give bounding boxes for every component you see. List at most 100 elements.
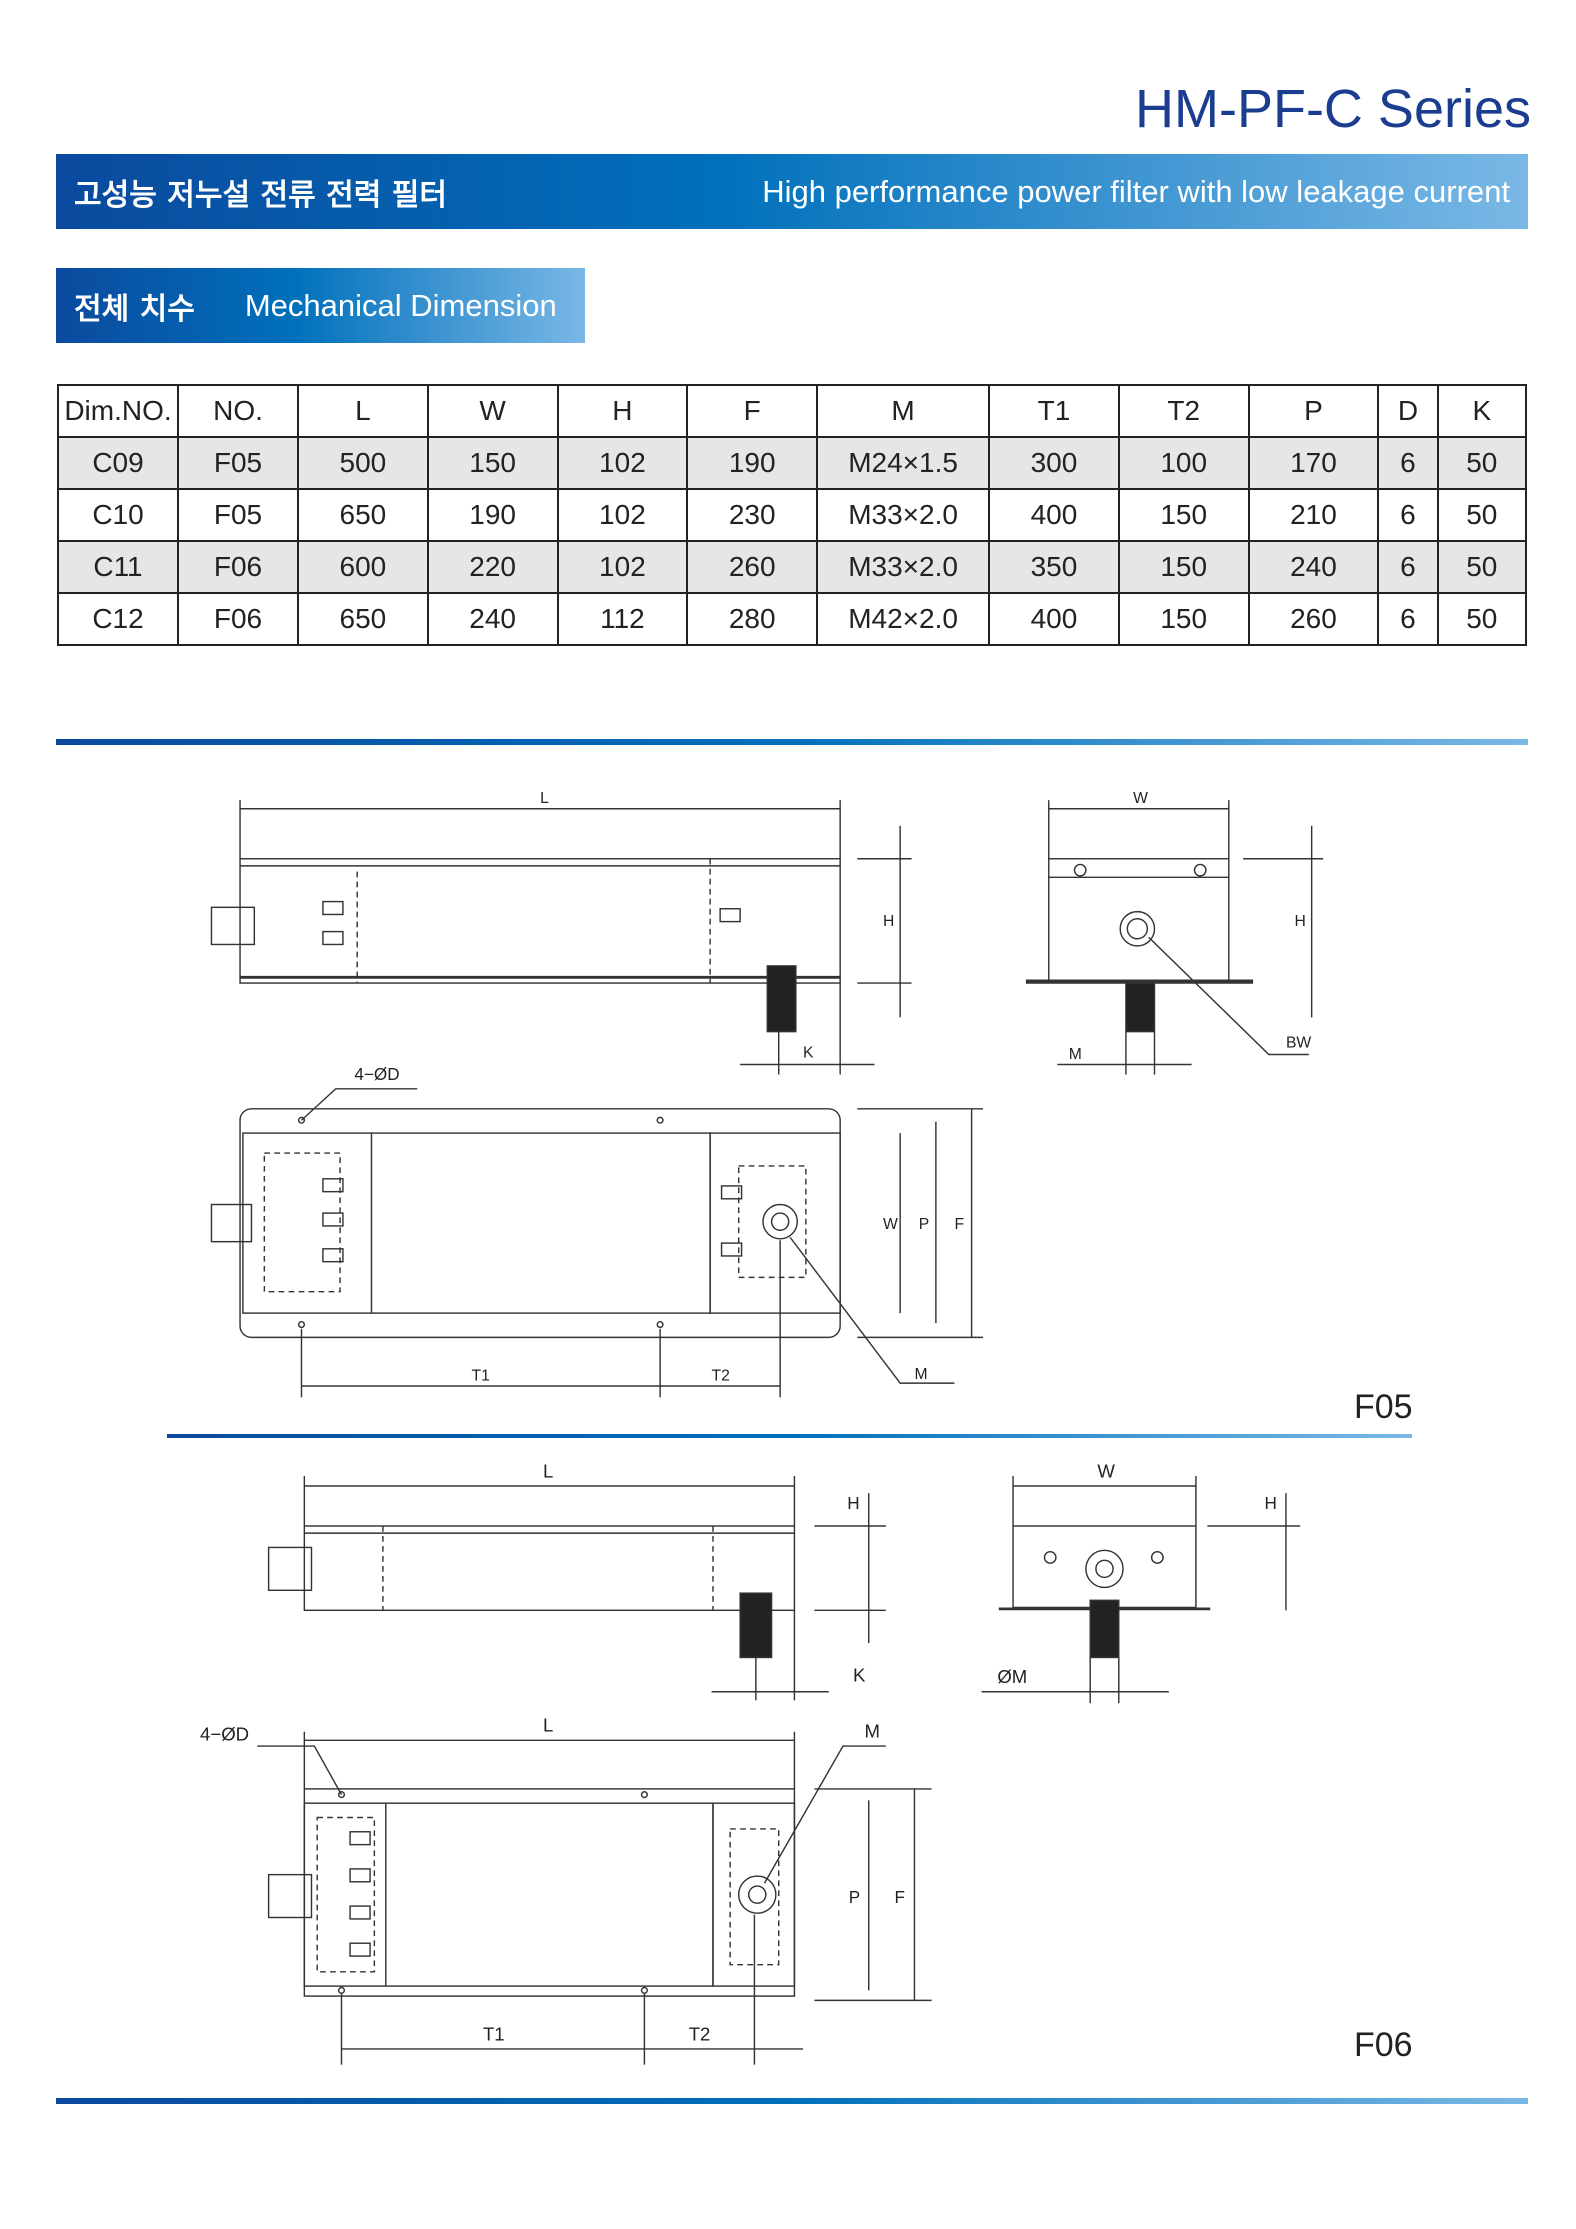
section-banner: 전체 치수 Mechanical Dimension — [56, 268, 585, 343]
drawing-label-f06: F06 — [1354, 2026, 1413, 2064]
table-cell: 100 — [1117, 436, 1250, 490]
table-cell: 400 — [988, 592, 1120, 646]
dim-label: T2 — [712, 1367, 730, 1384]
dim-label: H — [1295, 913, 1306, 930]
dim-label: T1 — [472, 1367, 490, 1384]
dim-label: L — [540, 790, 549, 807]
divider — [56, 739, 1528, 745]
dim-label: K — [803, 1044, 814, 1061]
table-cell: C09 — [57, 436, 179, 490]
col-header: P — [1247, 384, 1380, 438]
table-cell: 350 — [988, 540, 1120, 594]
f05-top-view: 4−ØD W P F T1 T2 M — [210, 1064, 984, 1398]
drawing-label-f05: F05 — [1354, 1388, 1413, 1426]
col-header: M — [816, 384, 991, 438]
col-header: H — [556, 384, 689, 438]
table-cell: 170 — [1247, 436, 1380, 490]
table-cell: 150 — [1117, 592, 1250, 646]
table-cell: 50 — [1436, 540, 1528, 594]
col-header: NO. — [177, 384, 299, 438]
table-cell: 150 — [426, 436, 559, 490]
dim-label: P — [849, 1887, 860, 1907]
dim-label: M — [864, 1720, 879, 1741]
dim-label: W — [1133, 790, 1148, 807]
dim-label: BW — [1286, 1034, 1311, 1051]
f06-end-view: W H ØM — [981, 1460, 1301, 1704]
series-title: HM-PF-C Series — [1134, 79, 1531, 139]
table-cell: F06 — [177, 592, 299, 646]
col-header: T1 — [988, 384, 1120, 438]
table-cell: 6 — [1377, 540, 1439, 594]
table-cell: M33×2.0 — [816, 540, 991, 594]
table-cell: M24×1.5 — [816, 436, 991, 490]
col-header: L — [297, 384, 429, 438]
dim-label: T2 — [689, 2023, 711, 2044]
table-cell: 240 — [1247, 540, 1380, 594]
col-header: K — [1436, 384, 1528, 438]
table-cell: M42×2.0 — [816, 592, 991, 646]
dim-label: H — [847, 1493, 859, 1513]
table-cell: 50 — [1436, 488, 1528, 542]
table-cell: 102 — [556, 540, 689, 594]
col-header: D — [1377, 384, 1439, 438]
table-cell: 500 — [297, 436, 429, 490]
table-cell: 230 — [686, 488, 819, 542]
f06-top-view: 4−ØD L M P F T1 T2 — [200, 1715, 932, 2065]
table-cell: 102 — [556, 488, 689, 542]
col-header: T2 — [1117, 384, 1250, 438]
f06-side-view: L H K — [267, 1460, 886, 1701]
dim-label: H — [883, 913, 894, 930]
col-header: Dim.NO. — [57, 384, 179, 438]
table-cell: 400 — [988, 488, 1120, 542]
table-header-row: Dim.NO. NO. L W H F M T1 T2 P D K — [57, 384, 1528, 438]
table-cell: C11 — [57, 540, 179, 594]
table-cell: 240 — [426, 592, 559, 646]
table-cell: 280 — [686, 592, 819, 646]
f05-side-view: L H K — [210, 790, 912, 1075]
title-banner: 고성능 저누설 전류 전력 필터 High performance power … — [56, 154, 1528, 229]
dim-label: 4−ØD — [200, 1723, 249, 1744]
banner-title-ko: 고성능 저누설 전류 전력 필터 — [74, 177, 447, 213]
table-cell: 300 — [988, 436, 1120, 490]
dim-label: P — [919, 1216, 929, 1233]
dim-label: L — [543, 1715, 553, 1736]
divider — [56, 2098, 1528, 2104]
table-cell: 102 — [556, 436, 689, 490]
f05-end-view: W H M BW — [1025, 790, 1324, 1075]
col-header: F — [686, 384, 819, 438]
table-cell: C12 — [57, 592, 179, 646]
dim-label: W — [1097, 1460, 1115, 1481]
col-header: W — [426, 384, 559, 438]
dim-label: T1 — [483, 2023, 505, 2044]
table-cell: 260 — [1247, 592, 1380, 646]
section-title-en: Mechanical Dimension — [244, 287, 557, 323]
table-cell: 50 — [1436, 436, 1528, 490]
dim-label: M — [1069, 1046, 1082, 1063]
table-cell: 650 — [297, 592, 429, 646]
dim-label: M — [914, 1366, 927, 1383]
table-cell: 6 — [1377, 592, 1439, 646]
table-cell: 210 — [1247, 488, 1380, 542]
banner-title-en: High performance power filter with low l… — [762, 173, 1510, 209]
table-cell: 650 — [297, 488, 429, 542]
dim-label: H — [1265, 1493, 1277, 1513]
divider — [167, 1434, 1412, 1438]
table-cell: 6 — [1377, 488, 1439, 542]
table-cell: C10 — [57, 488, 179, 542]
table-cell: 260 — [686, 540, 819, 594]
table-cell: 50 — [1436, 592, 1528, 646]
table-cell: 600 — [297, 540, 429, 594]
dim-label: ØM — [997, 1666, 1027, 1687]
table-cell: 6 — [1377, 436, 1439, 490]
table-cell: 150 — [1117, 540, 1250, 594]
section-title-ko: 전체 치수 — [74, 291, 195, 327]
dim-label: K — [853, 1665, 866, 1686]
table-cell: M33×2.0 — [816, 488, 991, 542]
dim-label: W — [883, 1216, 898, 1233]
